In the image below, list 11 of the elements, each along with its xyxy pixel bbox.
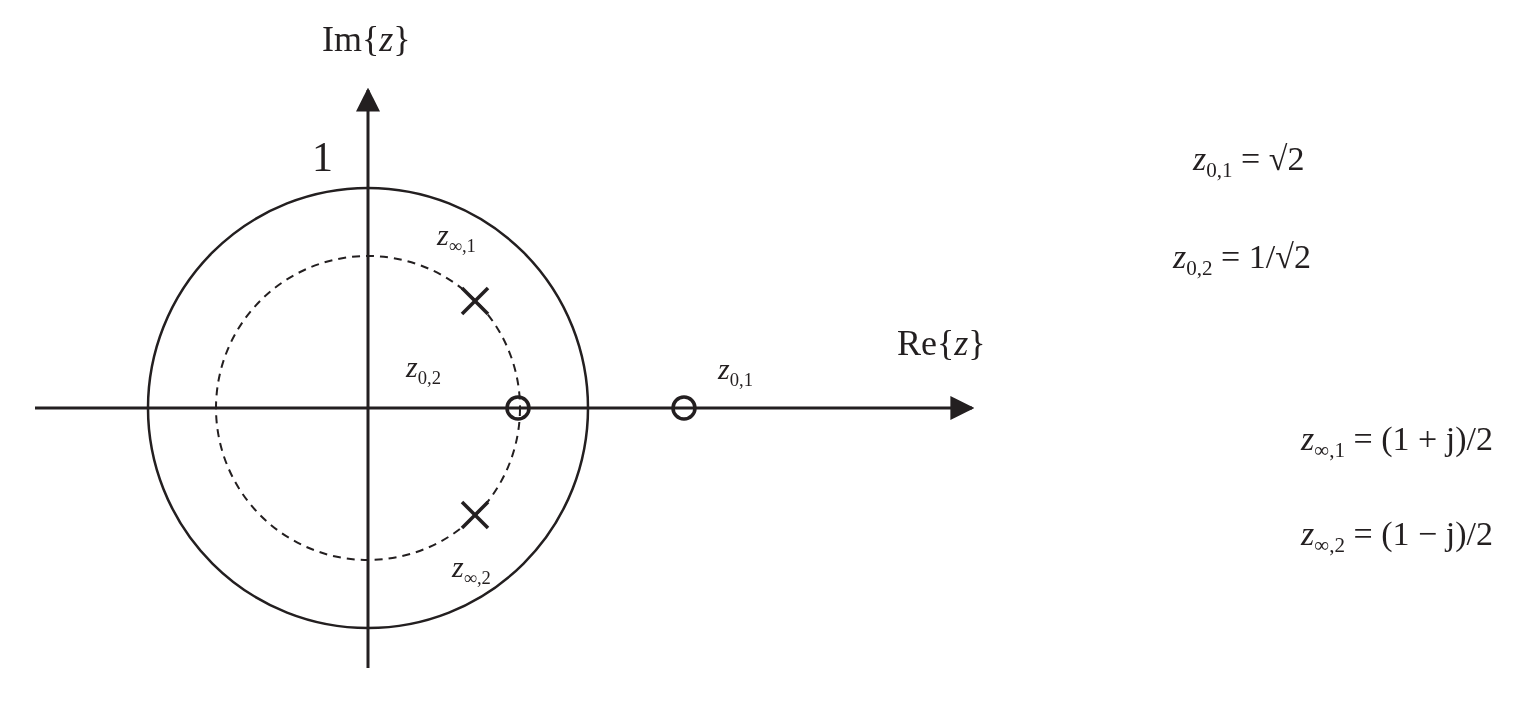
axis-label: Im{z} [322,20,411,60]
equation: z$_{∞,2}$ = (1 − j)/2 [1301,515,1493,558]
equation: z$_{0,1}$ = √2 [1193,140,1305,183]
equation: z$_{∞,1}$ = (1 + j)/2 [1301,420,1493,463]
point-label: z$_{∞,2}$ [452,550,491,588]
tick-label: 1 [312,134,333,181]
axis-label: Re{z} [897,324,986,364]
point-label: z$_{∞,1}$ [437,218,476,256]
point-label: z$_{0,1}$ [718,352,753,390]
point-label: z$_{0,2}$ [406,350,441,388]
equation: z$_{0,2}$ = 1/√2 [1173,238,1311,281]
